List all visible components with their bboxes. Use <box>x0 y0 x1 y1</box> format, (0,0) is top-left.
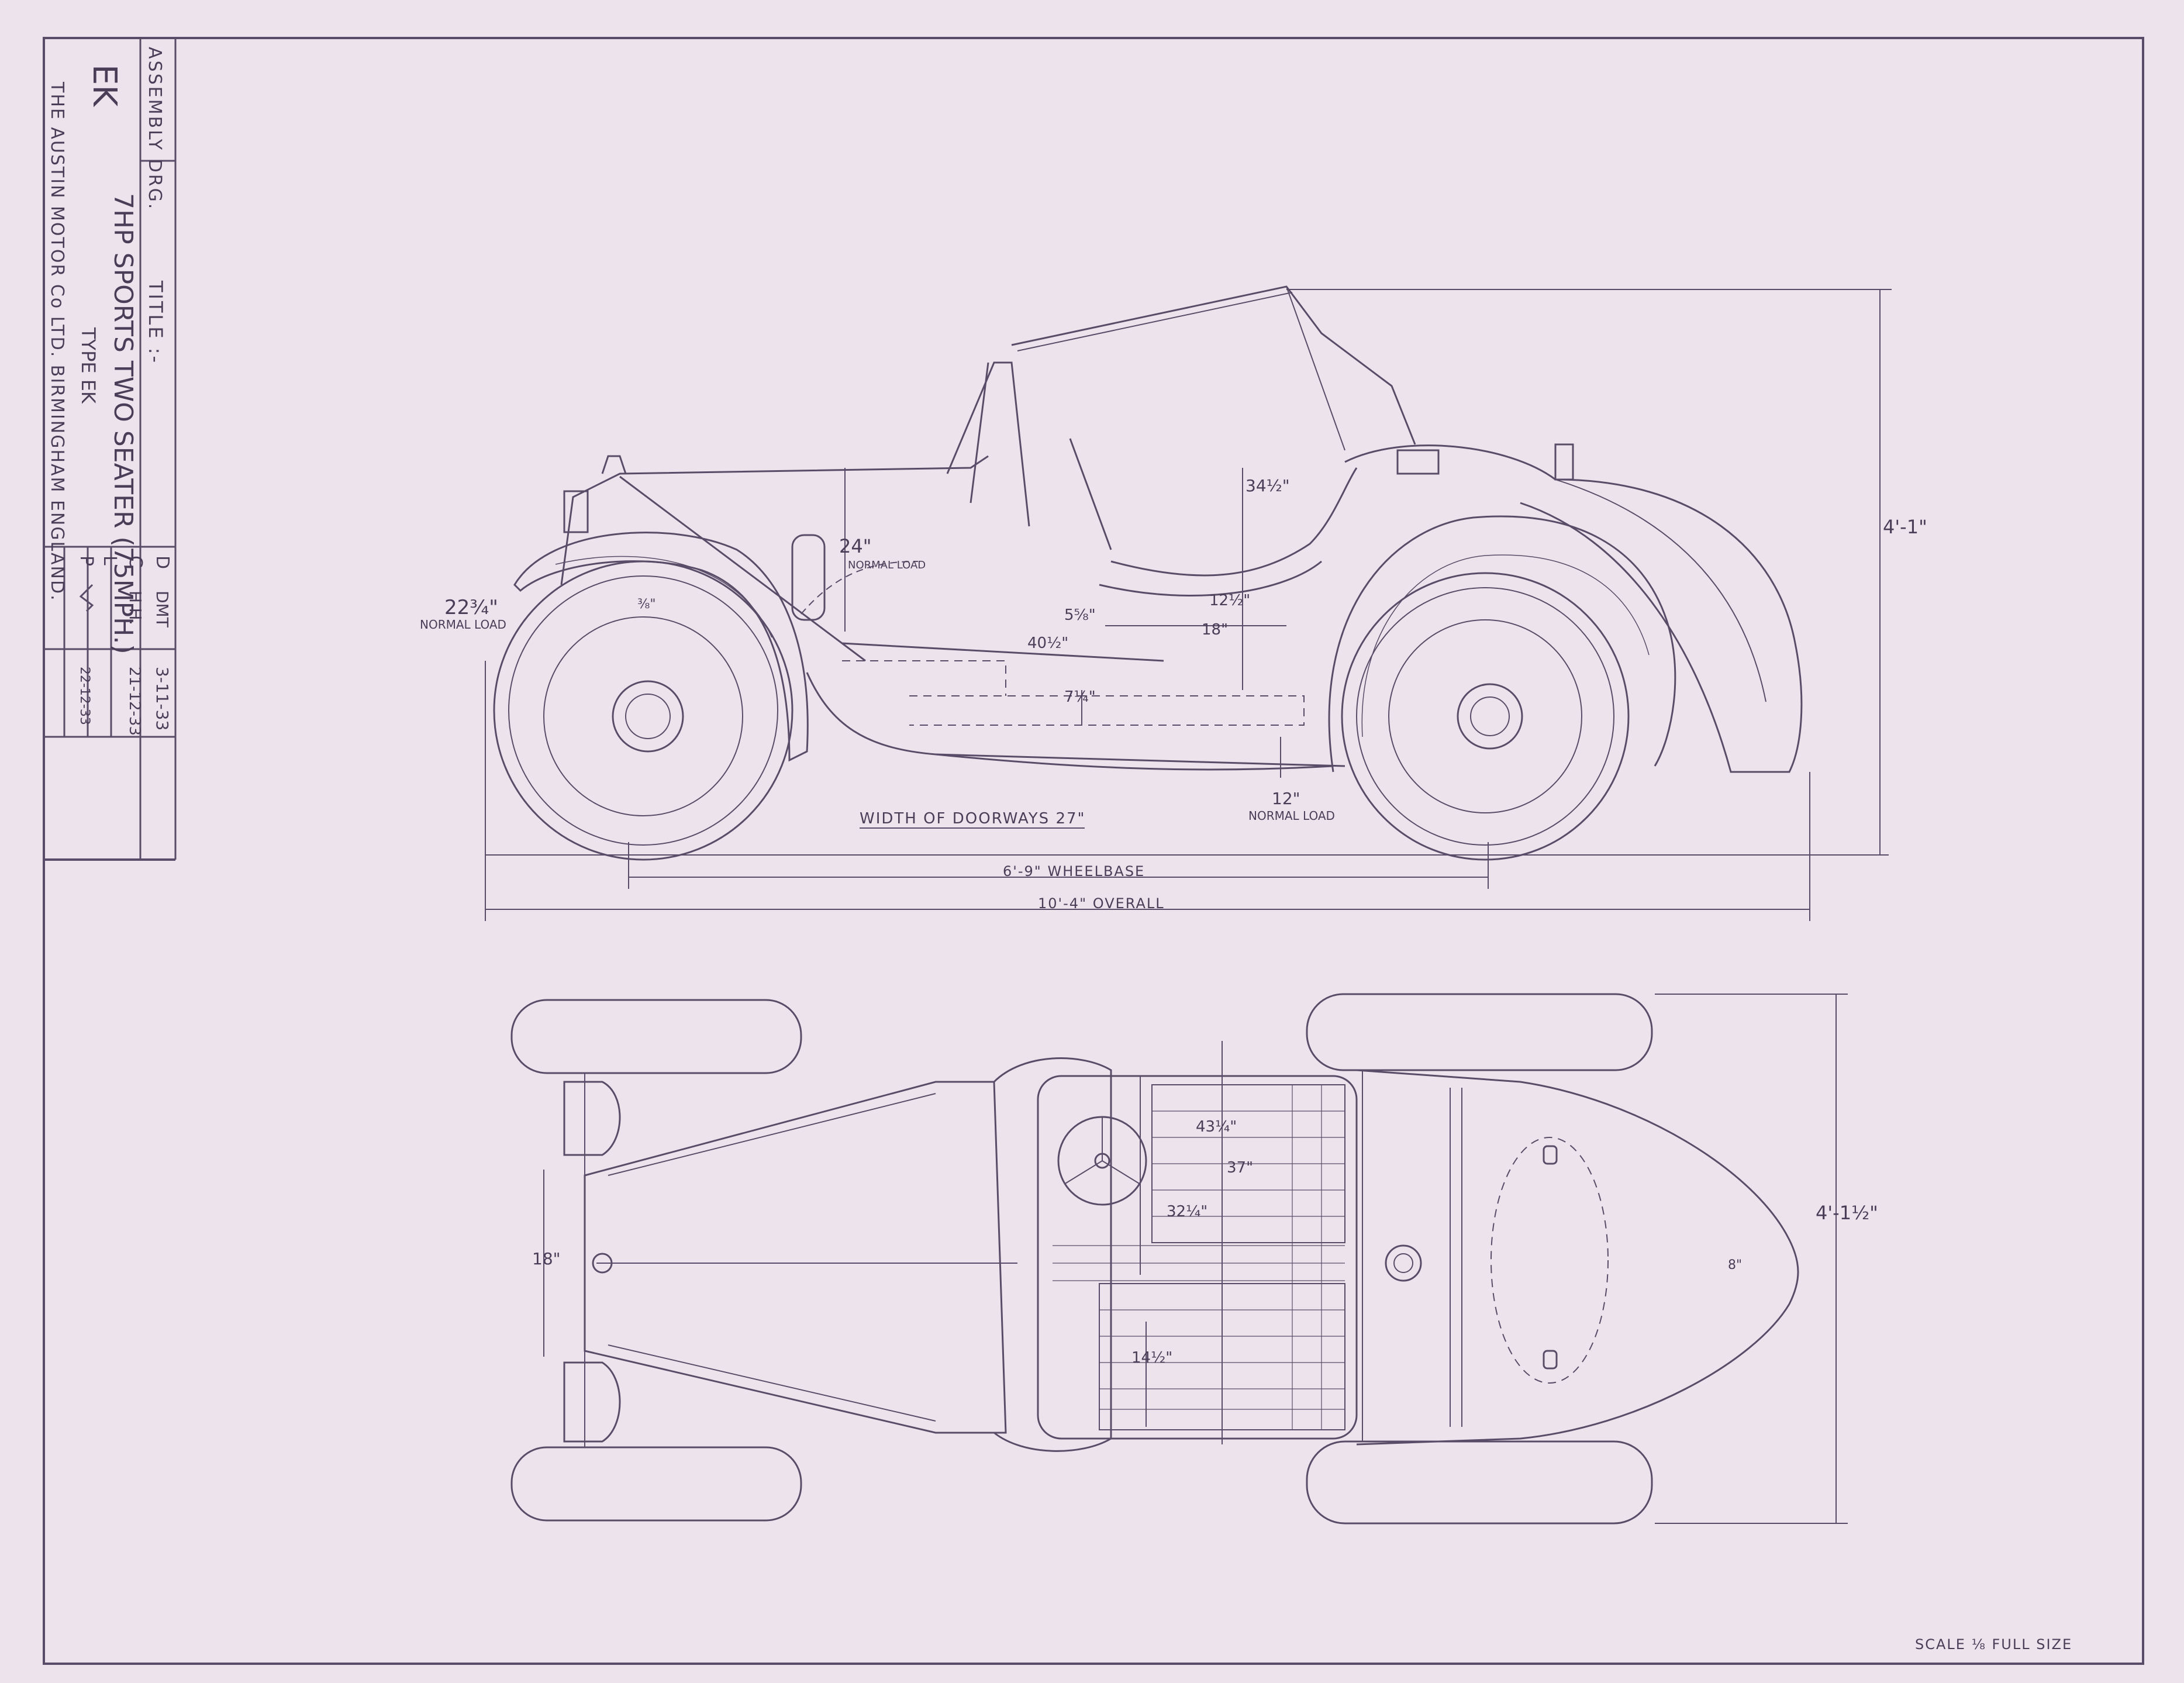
dim-22-3-4: 22¾" <box>444 596 498 619</box>
revision-d: D DMT 3-11-33 <box>152 556 172 730</box>
dim-43-1-4: 43¼" <box>1196 1118 1237 1136</box>
svg-text:C: C <box>125 556 146 568</box>
type-label: TYPE EK <box>77 327 99 404</box>
normal-load-label-3: NORMAL LOAD <box>1248 809 1335 823</box>
plan-view <box>510 993 1848 1525</box>
headlamp-side <box>563 490 589 533</box>
normal-load-label-2: NORMAL LOAD <box>848 559 926 571</box>
dim-5-5-8: 5⅝" <box>1064 606 1096 624</box>
revision-initials-signature <box>79 584 94 612</box>
revision-l: L <box>99 556 120 565</box>
drawing-border <box>43 37 2144 1665</box>
title-block: ASSEMBLY DRG. TITLE :- EK 7HP SPORTS TWO… <box>44 38 177 861</box>
overall-length-label: 10'-4" OVERALL <box>1038 895 1165 912</box>
svg-text:D: D <box>152 556 172 569</box>
dim-24: 24" <box>839 535 871 557</box>
rear-wheel <box>1341 572 1630 861</box>
tail-plan <box>1356 1069 1799 1446</box>
headlamp-plan-top <box>563 1081 621 1156</box>
svg-text:21-12-33: 21-12-33 <box>126 667 143 736</box>
svg-text:22-12-33: 22-12-33 <box>77 667 92 725</box>
tail-body <box>1344 444 1803 773</box>
doorway-width-label: WIDTH OF DOORWAYS 27" <box>860 810 1086 827</box>
side-vent <box>791 534 826 621</box>
rear-wing <box>1328 515 1676 772</box>
svg-text:H.H.: H.H. <box>126 591 145 625</box>
dim-18-plan: 18" <box>532 1249 561 1268</box>
svg-text:L: L <box>99 556 120 565</box>
revision-p: P 22-12-33 <box>76 556 96 725</box>
rear-lamp <box>1554 443 1574 481</box>
dim-8-plan: 8" <box>1728 1258 1742 1272</box>
dim-12-1-2: 12½" <box>1209 592 1250 609</box>
side-elevation <box>485 285 1892 921</box>
front-wing <box>513 532 809 762</box>
fuel-cap <box>1396 449 1440 475</box>
dim-7-1-4: 7¼" <box>1064 688 1096 706</box>
svg-text:P: P <box>76 556 96 566</box>
folded-hood <box>1011 285 1416 445</box>
front-tyre-top <box>510 999 802 1074</box>
side-view-annotations: 22¾" NORMAL LOAD ⅜" 24" NORMAL LOAD 34½"… <box>420 476 1927 912</box>
revision-c: C H.H. 21-12-33 <box>125 556 146 736</box>
svg-text:DMT: DMT <box>153 591 172 628</box>
normal-load-label-1: NORMAL LOAD <box>420 618 506 632</box>
rear-lamp-plan-bottom <box>1543 1350 1558 1370</box>
dim-40-1-2: 40½" <box>1027 634 1068 652</box>
cockpit-plan <box>1037 1075 1358 1440</box>
wheelbase-label: 6'-9" WHEELBASE <box>1003 863 1145 880</box>
rear-tyre-top <box>1306 993 1653 1071</box>
drawing-number: EK <box>85 64 123 107</box>
dim-12-side: 12" <box>1272 789 1300 808</box>
dim-37: 37" <box>1227 1159 1253 1177</box>
windscreen <box>946 361 1030 527</box>
rear-tyre-bottom <box>1306 1440 1653 1525</box>
dim-18-side: 18" <box>1202 621 1228 639</box>
dim-14-1-2: 14½" <box>1131 1349 1172 1367</box>
fuel-filler-plan <box>1385 1244 1422 1282</box>
svg-text:3-11-33: 3-11-33 <box>153 667 172 730</box>
dim-34-1-2: 34½" <box>1245 476 1290 495</box>
scale-note: SCALE ⅛ FULL SIZE <box>1915 1636 2072 1653</box>
drawing-title: 7HP SPORTS TWO SEATER (75MPH.) <box>108 193 138 654</box>
overall-height-label: 4'-1" <box>1883 516 1927 538</box>
dim-32-1-4: 32¼" <box>1167 1203 1207 1220</box>
scuttle-plan <box>993 1057 1112 1452</box>
title-label: TITLE :- <box>144 280 167 364</box>
overall-width-label: 4'-1½" <box>1816 1202 1878 1224</box>
company-name: THE AUSTIN MOTOR Co LTD. BIRMINGHAM ENGL… <box>47 81 67 602</box>
dim-3-8: ⅜" <box>637 597 655 612</box>
front-tyre-bottom <box>510 1446 802 1522</box>
radiator-cap <box>592 1253 613 1274</box>
spare-wheel-outline <box>1490 1137 1609 1384</box>
plan-view-annotations: 43¼" 37" 32¼" 18" 14½" 8" 4'-1½" <box>532 1118 1878 1367</box>
bonnet-plan <box>584 1081 1007 1434</box>
drawing-type-label: ASSEMBLY DRG. <box>144 47 165 211</box>
headlamp-plan-bottom <box>563 1361 621 1443</box>
rear-lamp-plan-top <box>1543 1145 1558 1165</box>
